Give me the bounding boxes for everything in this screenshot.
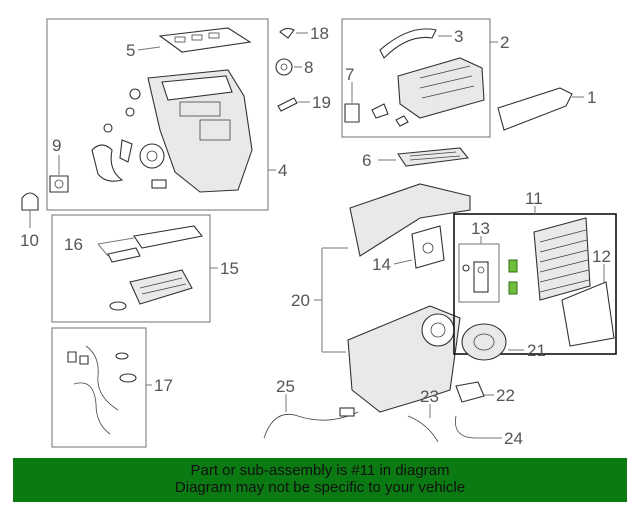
callout-13: 13 (471, 219, 490, 238)
part-18-clip[interactable] (279, 27, 308, 39)
callout-2: 2 (500, 33, 509, 52)
callout-11: 11 (525, 189, 543, 208)
callout-6: 6 (362, 151, 371, 170)
part-13-seals-green[interactable] (508, 259, 518, 295)
callout-8: 8 (304, 58, 313, 77)
callout-10: 10 (20, 231, 39, 250)
part-15-heater-core[interactable] (109, 269, 193, 311)
parts-diagram: 1 2 3 4 5 6 7 8 9 10 11 12 13 14 15 16 1… (20, 18, 617, 448)
part-16-seals[interactable] (97, 225, 203, 263)
part-12-evaporator-seal[interactable] (561, 264, 615, 347)
group-15-box (51, 214, 218, 323)
group-17-box (51, 327, 152, 448)
callout-18: 18 (310, 24, 329, 43)
callout-25: 25 (276, 377, 295, 396)
callout-5: 5 (126, 41, 135, 60)
part-6-cabin-filter[interactable] (378, 147, 470, 167)
part-25-harness[interactable] (263, 394, 359, 439)
part-8-grommet[interactable] (275, 58, 302, 76)
callout-9: 9 (52, 136, 61, 155)
group-4-box (46, 18, 276, 211)
callout-17: 17 (154, 376, 173, 395)
part-9-actuator[interactable] (49, 155, 69, 193)
group-2-box (341, 18, 498, 138)
part-7-actuator[interactable] (344, 82, 409, 127)
part-13-expansion-valve[interactable] (462, 261, 489, 293)
part-17-hoses[interactable] (67, 345, 137, 435)
part-14-gasket[interactable] (393, 225, 445, 269)
disclaimer-line-1: Part or sub-assembly is #11 in diagram (190, 462, 450, 479)
callout-15: 15 (220, 259, 239, 278)
part-10-actuator[interactable] (21, 192, 39, 228)
callout-21: 21 (527, 341, 546, 360)
part-3-seal[interactable] (379, 28, 452, 59)
part-19-sensor[interactable] (277, 97, 310, 112)
callout-labels: 1 2 3 4 5 6 7 8 9 10 11 12 13 14 15 16 1… (20, 24, 611, 448)
callout-3: 3 (454, 27, 463, 46)
part-24-hose[interactable] (455, 415, 502, 439)
part-22-resistor[interactable] (455, 381, 494, 403)
group-11-box[interactable] (453, 206, 617, 355)
part-1-duct[interactable] (497, 87, 584, 131)
part-4-upper-case[interactable] (91, 69, 253, 193)
part-20-lower-module[interactable] (314, 183, 471, 413)
callout-19: 19 (312, 93, 331, 112)
part-21-blower-motor[interactable] (461, 323, 524, 361)
part-23-drain[interactable] (407, 404, 439, 443)
callout-22: 22 (496, 386, 515, 405)
part-11-evaporator-core[interactable] (533, 217, 591, 301)
callout-12: 12 (592, 247, 611, 266)
callout-4: 4 (278, 161, 287, 180)
part-5-filter-door[interactable] (137, 27, 252, 53)
callout-14: 14 (372, 255, 391, 274)
callout-16: 16 (64, 235, 83, 254)
group-13-box (458, 236, 500, 303)
callout-1: 1 (587, 88, 596, 107)
callout-24: 24 (504, 429, 523, 448)
part-2-inlet-housing[interactable] (397, 57, 485, 119)
callout-23: 23 (420, 387, 439, 406)
disclaimer-banner: Part or sub-assembly is #11 in diagram D… (13, 458, 627, 502)
disclaimer-line-2: Diagram may not be specific to your vehi… (174, 479, 466, 496)
callout-7: 7 (345, 65, 354, 84)
callout-20: 20 (291, 291, 310, 310)
